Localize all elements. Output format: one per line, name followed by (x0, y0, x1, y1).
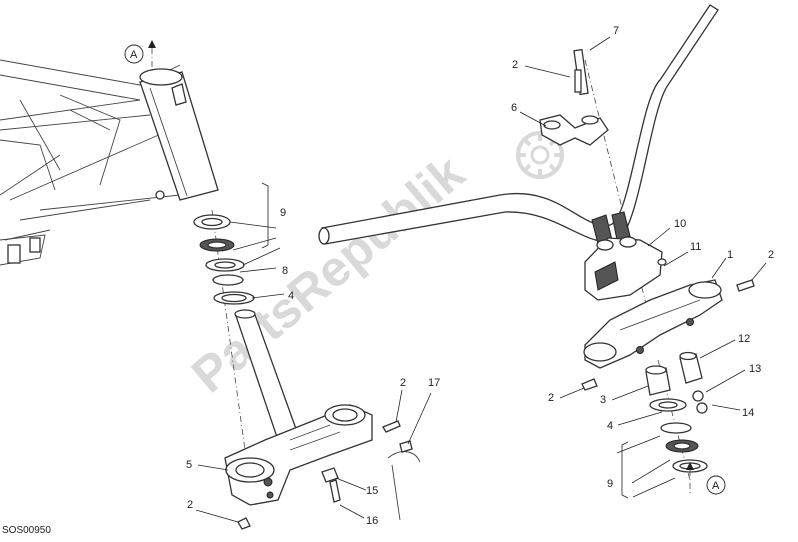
gear-icon (516, 131, 564, 179)
handlebar (318, 4, 719, 245)
callout-1: 1 (727, 249, 733, 261)
reference-marker-right: A (686, 462, 726, 495)
callout-9: 9 (607, 478, 613, 490)
callout-12: 12 (738, 333, 750, 345)
marker-a-label: A (130, 49, 138, 61)
callout-6: 6 (511, 102, 517, 114)
callout-8: 8 (282, 265, 288, 277)
callout-5: 5 (186, 459, 192, 471)
callout-14: 14 (742, 407, 754, 419)
marker-a-label: A (712, 480, 720, 492)
upper-triple-clamp (581, 279, 755, 391)
callout-15: 15 (366, 485, 378, 497)
callout-2: 2 (768, 249, 774, 261)
lower-riser (584, 236, 667, 301)
callout-4: 4 (607, 420, 613, 432)
frame-assembly (0, 59, 219, 266)
left-bearing-stack (193, 182, 269, 451)
callout-10: 10 (674, 218, 686, 230)
callout-2: 2 (400, 377, 406, 389)
right-bearing-stack (621, 351, 708, 499)
callouts: 7 2 6 9 10 11 1 2 8 4 12 13 2 17 2 3 14 … (186, 25, 774, 527)
reference-marker-left: A (124, 40, 156, 72)
callout-17: 17 (428, 377, 440, 389)
callout-11: 11 (690, 241, 701, 253)
leader-lines (195, 36, 767, 523)
callout-7: 7 (613, 25, 619, 37)
callout-3: 3 (600, 394, 606, 406)
callout-2: 2 (187, 499, 193, 511)
callout-4: 4 (288, 290, 294, 302)
watermark-text: PartsRepublik (181, 144, 475, 403)
callout-16: 16 (366, 515, 378, 527)
drawing-code: SOS00950 (2, 525, 51, 536)
callout-13: 13 (749, 363, 761, 375)
lower-steering-yoke (224, 309, 421, 530)
callout-2: 2 (548, 392, 554, 404)
callout-9: 9 (280, 207, 286, 219)
callout-2: 2 (512, 59, 518, 71)
